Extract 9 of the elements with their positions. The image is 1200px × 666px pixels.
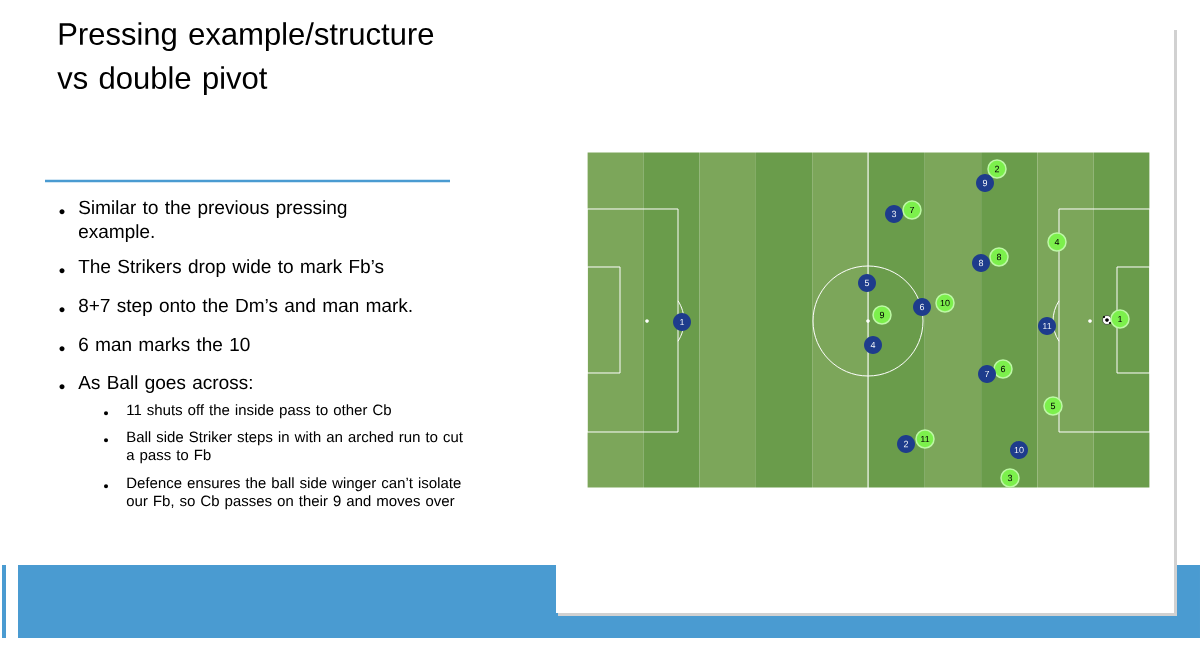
bullet-text: Ball side Striker steps in with an arched run to cut a pass to Fb bbox=[126, 431, 463, 464]
bullet-text: 6 man marks the 10 bbox=[79, 337, 250, 352]
bullet-text: Similar to the previous pressing example. bbox=[79, 200, 347, 242]
bullet-text: The Strikers drop wide to mark Fb’s bbox=[78, 259, 384, 277]
bullet-text: As Ball goes across: bbox=[78, 375, 252, 393]
bullet-text: 8+7 step onto the Dm’s and man mark. bbox=[79, 298, 412, 316]
slide-title: Pressing example/structure vs double pivot bbox=[57, 22, 434, 96]
bullet-text: Defence ensures the ball side winger can’t isolate our Fb, so Cb passes on their 9 and moves over bbox=[126, 477, 461, 510]
bullet-text: 11 shuts off the inside pass to other Cb bbox=[127, 404, 391, 419]
